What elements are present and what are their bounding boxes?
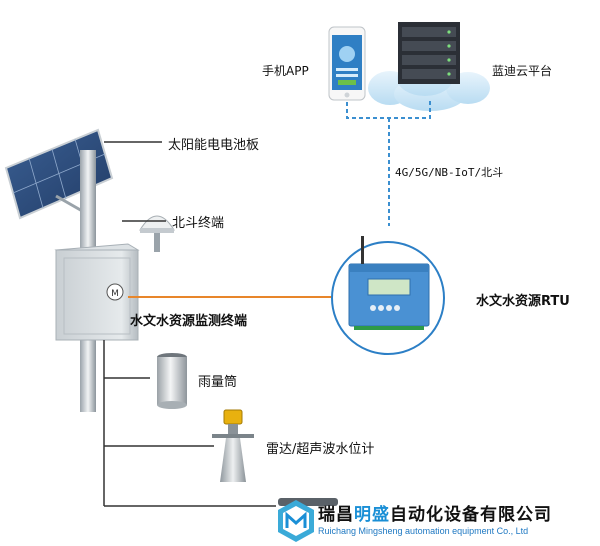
- rtu-device: [331, 236, 445, 355]
- cloud-server-icon: [368, 22, 490, 111]
- branch-lines: [103, 141, 276, 507]
- phone-app-label: 手机APP: [262, 64, 309, 78]
- radar-level-gauge-icon: [212, 409, 254, 482]
- network-links: [346, 100, 431, 226]
- beidou-antenna-icon: [139, 215, 175, 252]
- company-logo: [278, 500, 314, 542]
- company-banner: 瑞昌明盛自动化设备有限公司 Ruichang Mingsheng automat…: [274, 496, 600, 542]
- rain-gauge-label: 雨量筒: [198, 375, 238, 390]
- phone-icon: [328, 26, 366, 101]
- company-name-highlight: 明盛: [354, 505, 390, 525]
- rain-gauge-icon: [157, 353, 187, 409]
- company-name: 瑞昌明盛自动化设备有限公司: [318, 500, 552, 525]
- radar-level-label: 雷达/超声波水位计: [266, 442, 375, 457]
- monitor-terminal-label: 水文水资源监测终端: [130, 314, 248, 329]
- company-name-suffix: 自动化设备有限公司: [390, 505, 552, 525]
- company-name-prefix: 瑞昌: [318, 505, 354, 525]
- enclosure-box: M: [54, 243, 140, 341]
- svg-text:M: M: [111, 289, 119, 299]
- cloud-platform-label: 蓝迪云平台: [492, 64, 553, 78]
- solar-panel-icon: [4, 128, 114, 220]
- beidou-terminal-label: 北斗终端: [172, 216, 225, 231]
- rtu-label: 水文水资源RTU: [476, 294, 570, 309]
- network-label: 4G/5G/NB-IoT/北斗: [395, 166, 504, 179]
- company-name-english: Ruichang Mingsheng automation equipment …: [318, 526, 529, 536]
- solar-panel-label: 太阳能电电池板: [168, 138, 260, 153]
